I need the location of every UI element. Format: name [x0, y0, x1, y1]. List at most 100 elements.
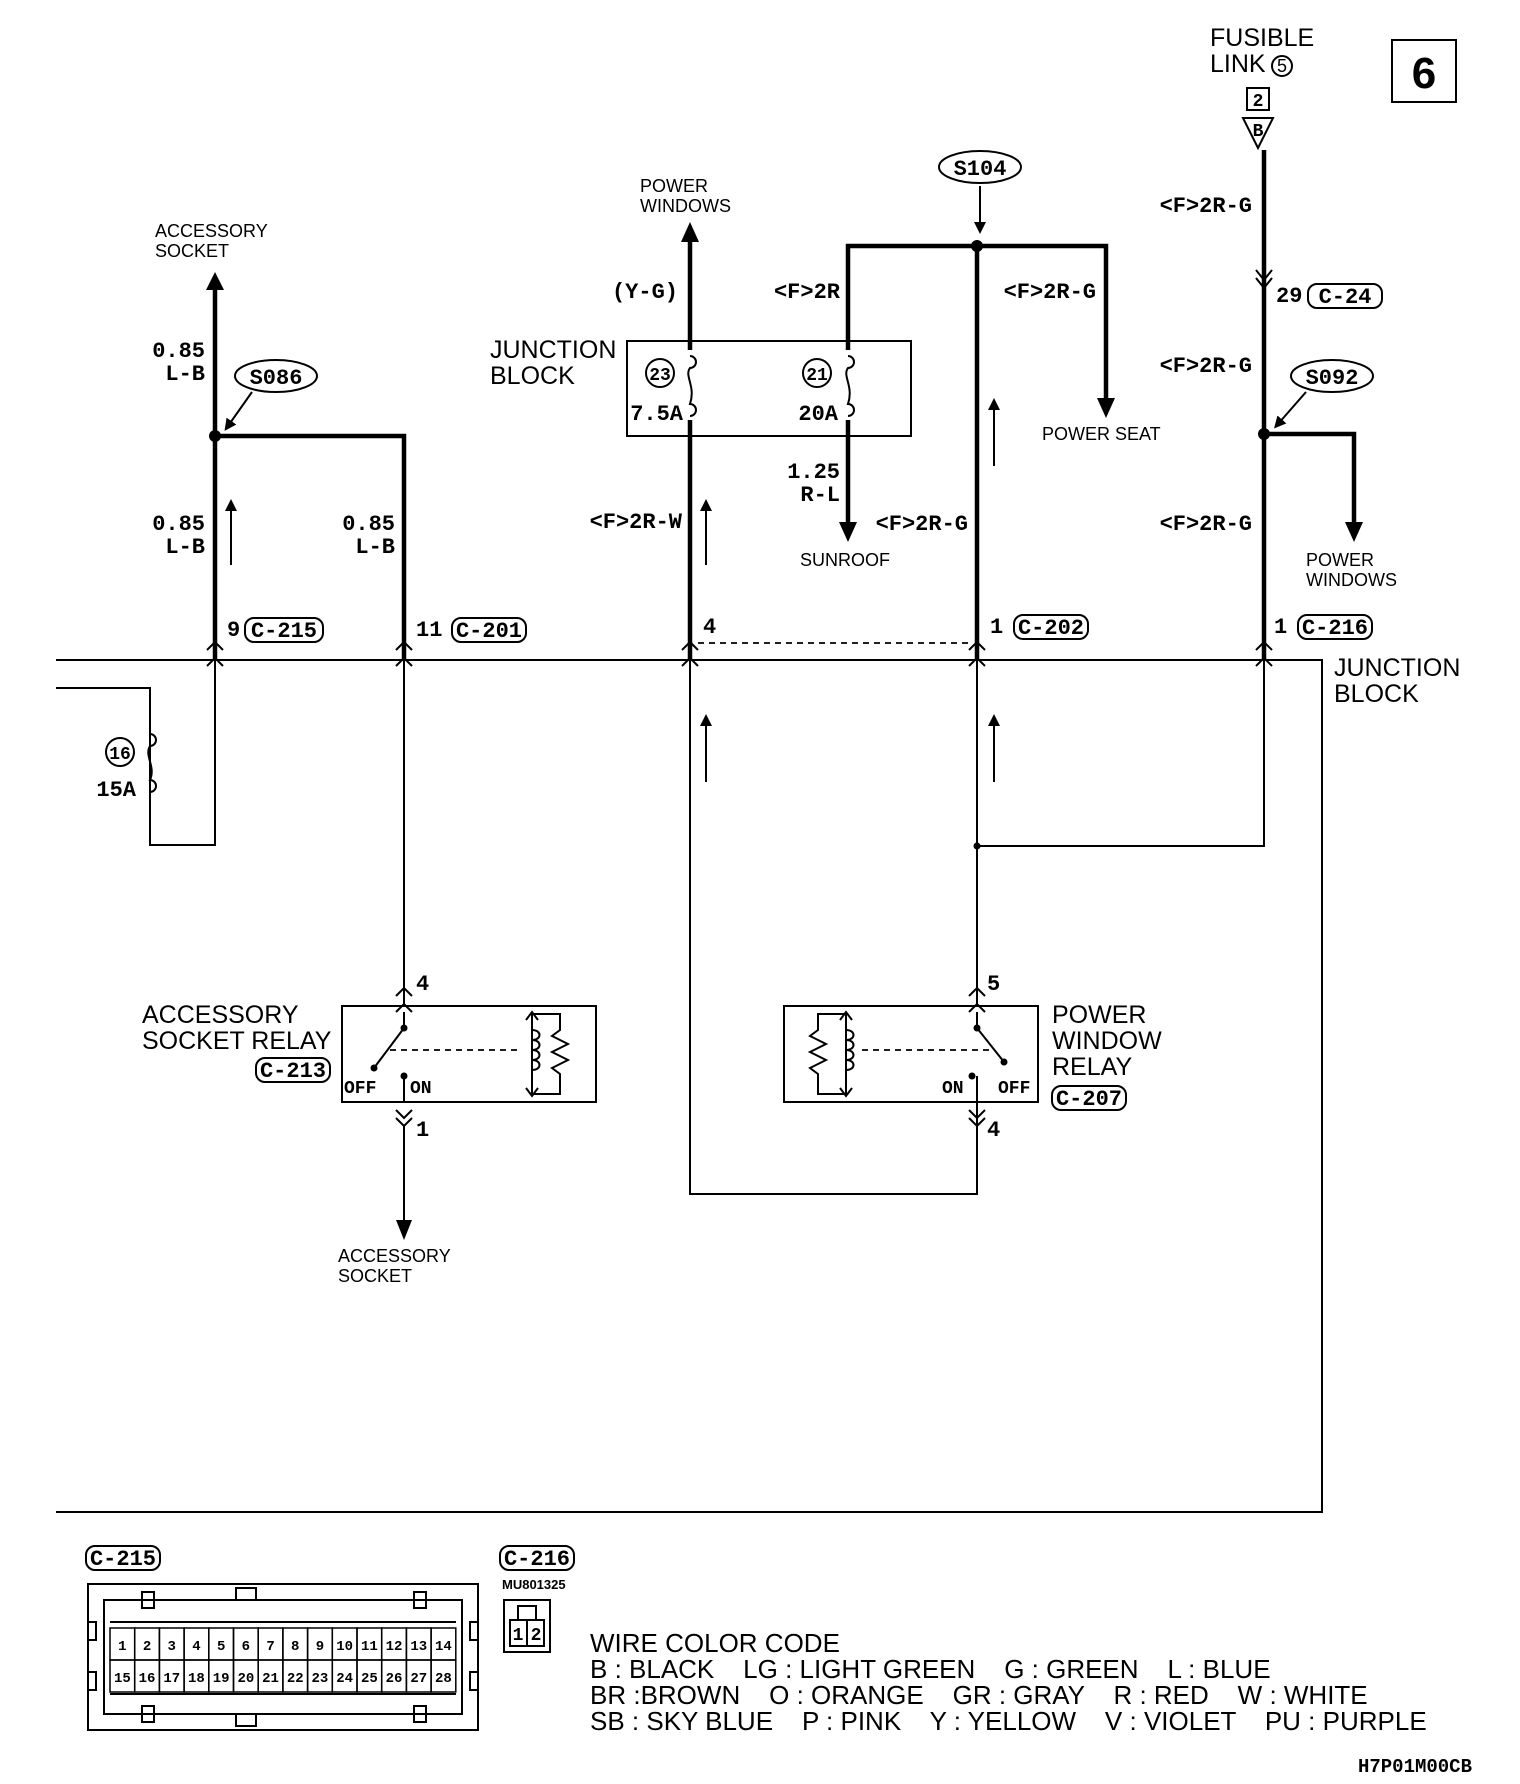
wire-label-f2rg-right-1: <F>2R-G: [1160, 194, 1252, 219]
c215-row2-pin-label: 24: [336, 1671, 353, 1687]
fuse-21-number: 21: [806, 366, 828, 386]
fuse-16-number: 16: [109, 745, 131, 765]
wire-color-lb-left: L-B: [165, 535, 205, 560]
dest-power-windows-top-1: POWER: [640, 176, 708, 196]
dest-power-windows-right-2: WINDOWS: [1306, 570, 1397, 590]
junction-block-main-label-2: BLOCK: [1334, 680, 1419, 708]
dest-power-seat: POWER SEAT: [1042, 424, 1161, 444]
accessory-relay-pin-bottom: 1: [416, 1118, 429, 1143]
c215-row1-pin-label: 9: [316, 1639, 324, 1655]
fusible-link-wire-letter: B: [1253, 122, 1264, 142]
power-window-relay-connector: C-207: [1056, 1087, 1122, 1112]
accessory-socket-relay: ACCESSORY SOCKET RELAY C-213 4 OFF ON 1 …: [142, 972, 597, 1286]
legend-line-1: B : BLACK LG : LIGHT GREEN G : GREEN L :…: [590, 1654, 1271, 1684]
dest-accessory-socket-bottom-1: ACCESSORY: [338, 1246, 451, 1266]
fusible-link-terminal: 2: [1253, 92, 1264, 112]
power-window-relay-label-2: WINDOW: [1052, 1027, 1162, 1055]
power-window-relay-label-3: RELAY: [1052, 1053, 1132, 1081]
splice-s092: S092: [1306, 366, 1359, 391]
wire-label-f2rg-seat: <F>2R-G: [1004, 280, 1096, 305]
wire-color-lb-right: L-B: [355, 535, 395, 560]
wire-color-legend: WIRE COLOR CODE B : BLACK LG : LIGHT GRE…: [590, 1628, 1427, 1736]
fusible-link-label-2: LINK: [1210, 50, 1266, 78]
connector-c24-pin: 29: [1276, 284, 1302, 309]
wire-label-f2rg-mid: <F>2R-G: [876, 512, 968, 537]
power-window-relay-on: ON: [942, 1079, 964, 1099]
connector-view-c216-part: MU801325: [502, 1577, 566, 1592]
connector-c202-pin-4: 4: [703, 615, 716, 640]
connector-c24-id: C-24: [1319, 285, 1372, 310]
c215-row2-pin-label: 18: [188, 1671, 205, 1687]
c215-row2-cell: [430, 1659, 457, 1693]
wire-size-lb-left: 0.85: [152, 512, 205, 537]
power-window-relay: 5 ON OFF 4 POWER WINDOW RELAY C-207: [783, 972, 1162, 1143]
c215-row1-pin-label: 1: [118, 1639, 126, 1655]
c215-row1-pin-label: 2: [143, 1639, 151, 1655]
connector-c202-id: C-202: [1018, 616, 1084, 641]
junction-block-main-label-1: JUNCTION: [1334, 654, 1460, 682]
c215-row1-pin-label: 5: [217, 1639, 225, 1655]
c215-row2-pin-label: 22: [287, 1671, 304, 1687]
c215-row1-pin-label: 13: [410, 1639, 427, 1655]
connector-c215-pin: 9: [227, 618, 240, 643]
fusible-link-circuit: <F>2R-G 29 C-24 <F>2R-G S092 POWER WINDO…: [1160, 150, 1397, 660]
c215-row2-pin-label: 15: [114, 1671, 131, 1687]
connector-c216-id: C-216: [1302, 616, 1368, 641]
fuse-23-rating: 7.5A: [630, 402, 684, 427]
c215-row1-pin-label: 12: [386, 1639, 403, 1655]
dest-power-windows-top-2: WINDOWS: [640, 196, 731, 216]
c215-row1-pin-label: 11: [361, 1639, 378, 1655]
c216-pin-1: 1: [513, 1626, 524, 1646]
wire-label-f2rw: <F>2R-W: [590, 510, 683, 535]
c216-pin-2: 2: [531, 1626, 542, 1646]
power-window-relay-pin-top: 5: [987, 972, 1000, 997]
wire-size-rl: 1.25: [787, 460, 840, 485]
connector-view-c215-title: C-215: [90, 1547, 156, 1572]
c215-row2-pin-label: 17: [163, 1671, 180, 1687]
wire-label-f2rg-right-3: <F>2R-G: [1160, 512, 1252, 537]
c215-row2-pin-label: 23: [312, 1671, 329, 1687]
c215-row2-pin-label: 20: [237, 1671, 254, 1687]
c215-row1-pin-label: 14: [435, 1639, 452, 1655]
accessory-relay-label-2: SOCKET RELAY: [142, 1027, 332, 1055]
wire-label-f2rg-right-2: <F>2R-G: [1160, 354, 1252, 379]
accessory-relay-off: OFF: [344, 1079, 376, 1099]
dest-accessory-socket-top-2: SOCKET: [155, 241, 229, 261]
connector-c201-pin: 11: [416, 618, 442, 643]
power-window-relay-pin-bottom: 4: [987, 1118, 1000, 1143]
fuse-16-rating: 15A: [96, 778, 136, 803]
c215-row2-pin-label: 25: [361, 1671, 378, 1687]
c215-row1-pin-label: 3: [168, 1639, 176, 1655]
connector-view-c216: C-216 MU801325 1 2: [499, 1545, 575, 1653]
wire-size-lb-right: 0.85: [342, 512, 395, 537]
dest-accessory-socket-bottom-2: SOCKET: [338, 1266, 412, 1286]
junction-block-main: JUNCTION BLOCK 16 15A: [56, 640, 1460, 1513]
accessory-relay-on: ON: [410, 1079, 432, 1099]
fusible-link: FUSIBLE LINK 5 2 B: [1210, 24, 1314, 151]
power-window-relay-label-1: POWER: [1052, 1001, 1146, 1029]
s104-circuit: S104 <F>2R-G POWER SEAT <F>2R-G 1 C-202: [876, 150, 1161, 660]
c215-row1-pin-label: 10: [336, 1639, 353, 1655]
wire-label-yg: (Y-G): [612, 280, 678, 305]
c215-row2-pin-label: 21: [262, 1671, 279, 1687]
wire-label-f2r: <F>2R: [774, 280, 841, 305]
accessory-relay-label-1: ACCESSORY: [142, 1001, 299, 1029]
fuse-23-number: 23: [649, 366, 671, 386]
c215-row2-pin-label: 28: [435, 1671, 452, 1687]
c215-row2-pin-label: 26: [386, 1671, 403, 1687]
legend-line-3: SB : SKY BLUE P : PINK Y : YELLOW V : VI…: [590, 1706, 1427, 1736]
c215-row1-pin-label: 6: [242, 1639, 250, 1655]
junction-block-top: JUNCTION BLOCK POWER WINDOWS (Y-G) 23 7.…: [490, 176, 977, 660]
diagram-code: H7P01M00CB: [1358, 1756, 1472, 1778]
legend-title: WIRE COLOR CODE: [590, 1628, 840, 1658]
connector-c202-pin: 1: [990, 615, 1003, 640]
c215-row1-pin-label: 8: [291, 1639, 299, 1655]
dest-accessory-socket-top-1: ACCESSORY: [155, 221, 268, 241]
splice-s104: S104: [954, 157, 1007, 182]
c215-row2-pin-label: 19: [213, 1671, 230, 1687]
c215-row1-pin-label: 4: [192, 1639, 200, 1655]
junction-block-top-label-1: JUNCTION: [490, 336, 616, 364]
